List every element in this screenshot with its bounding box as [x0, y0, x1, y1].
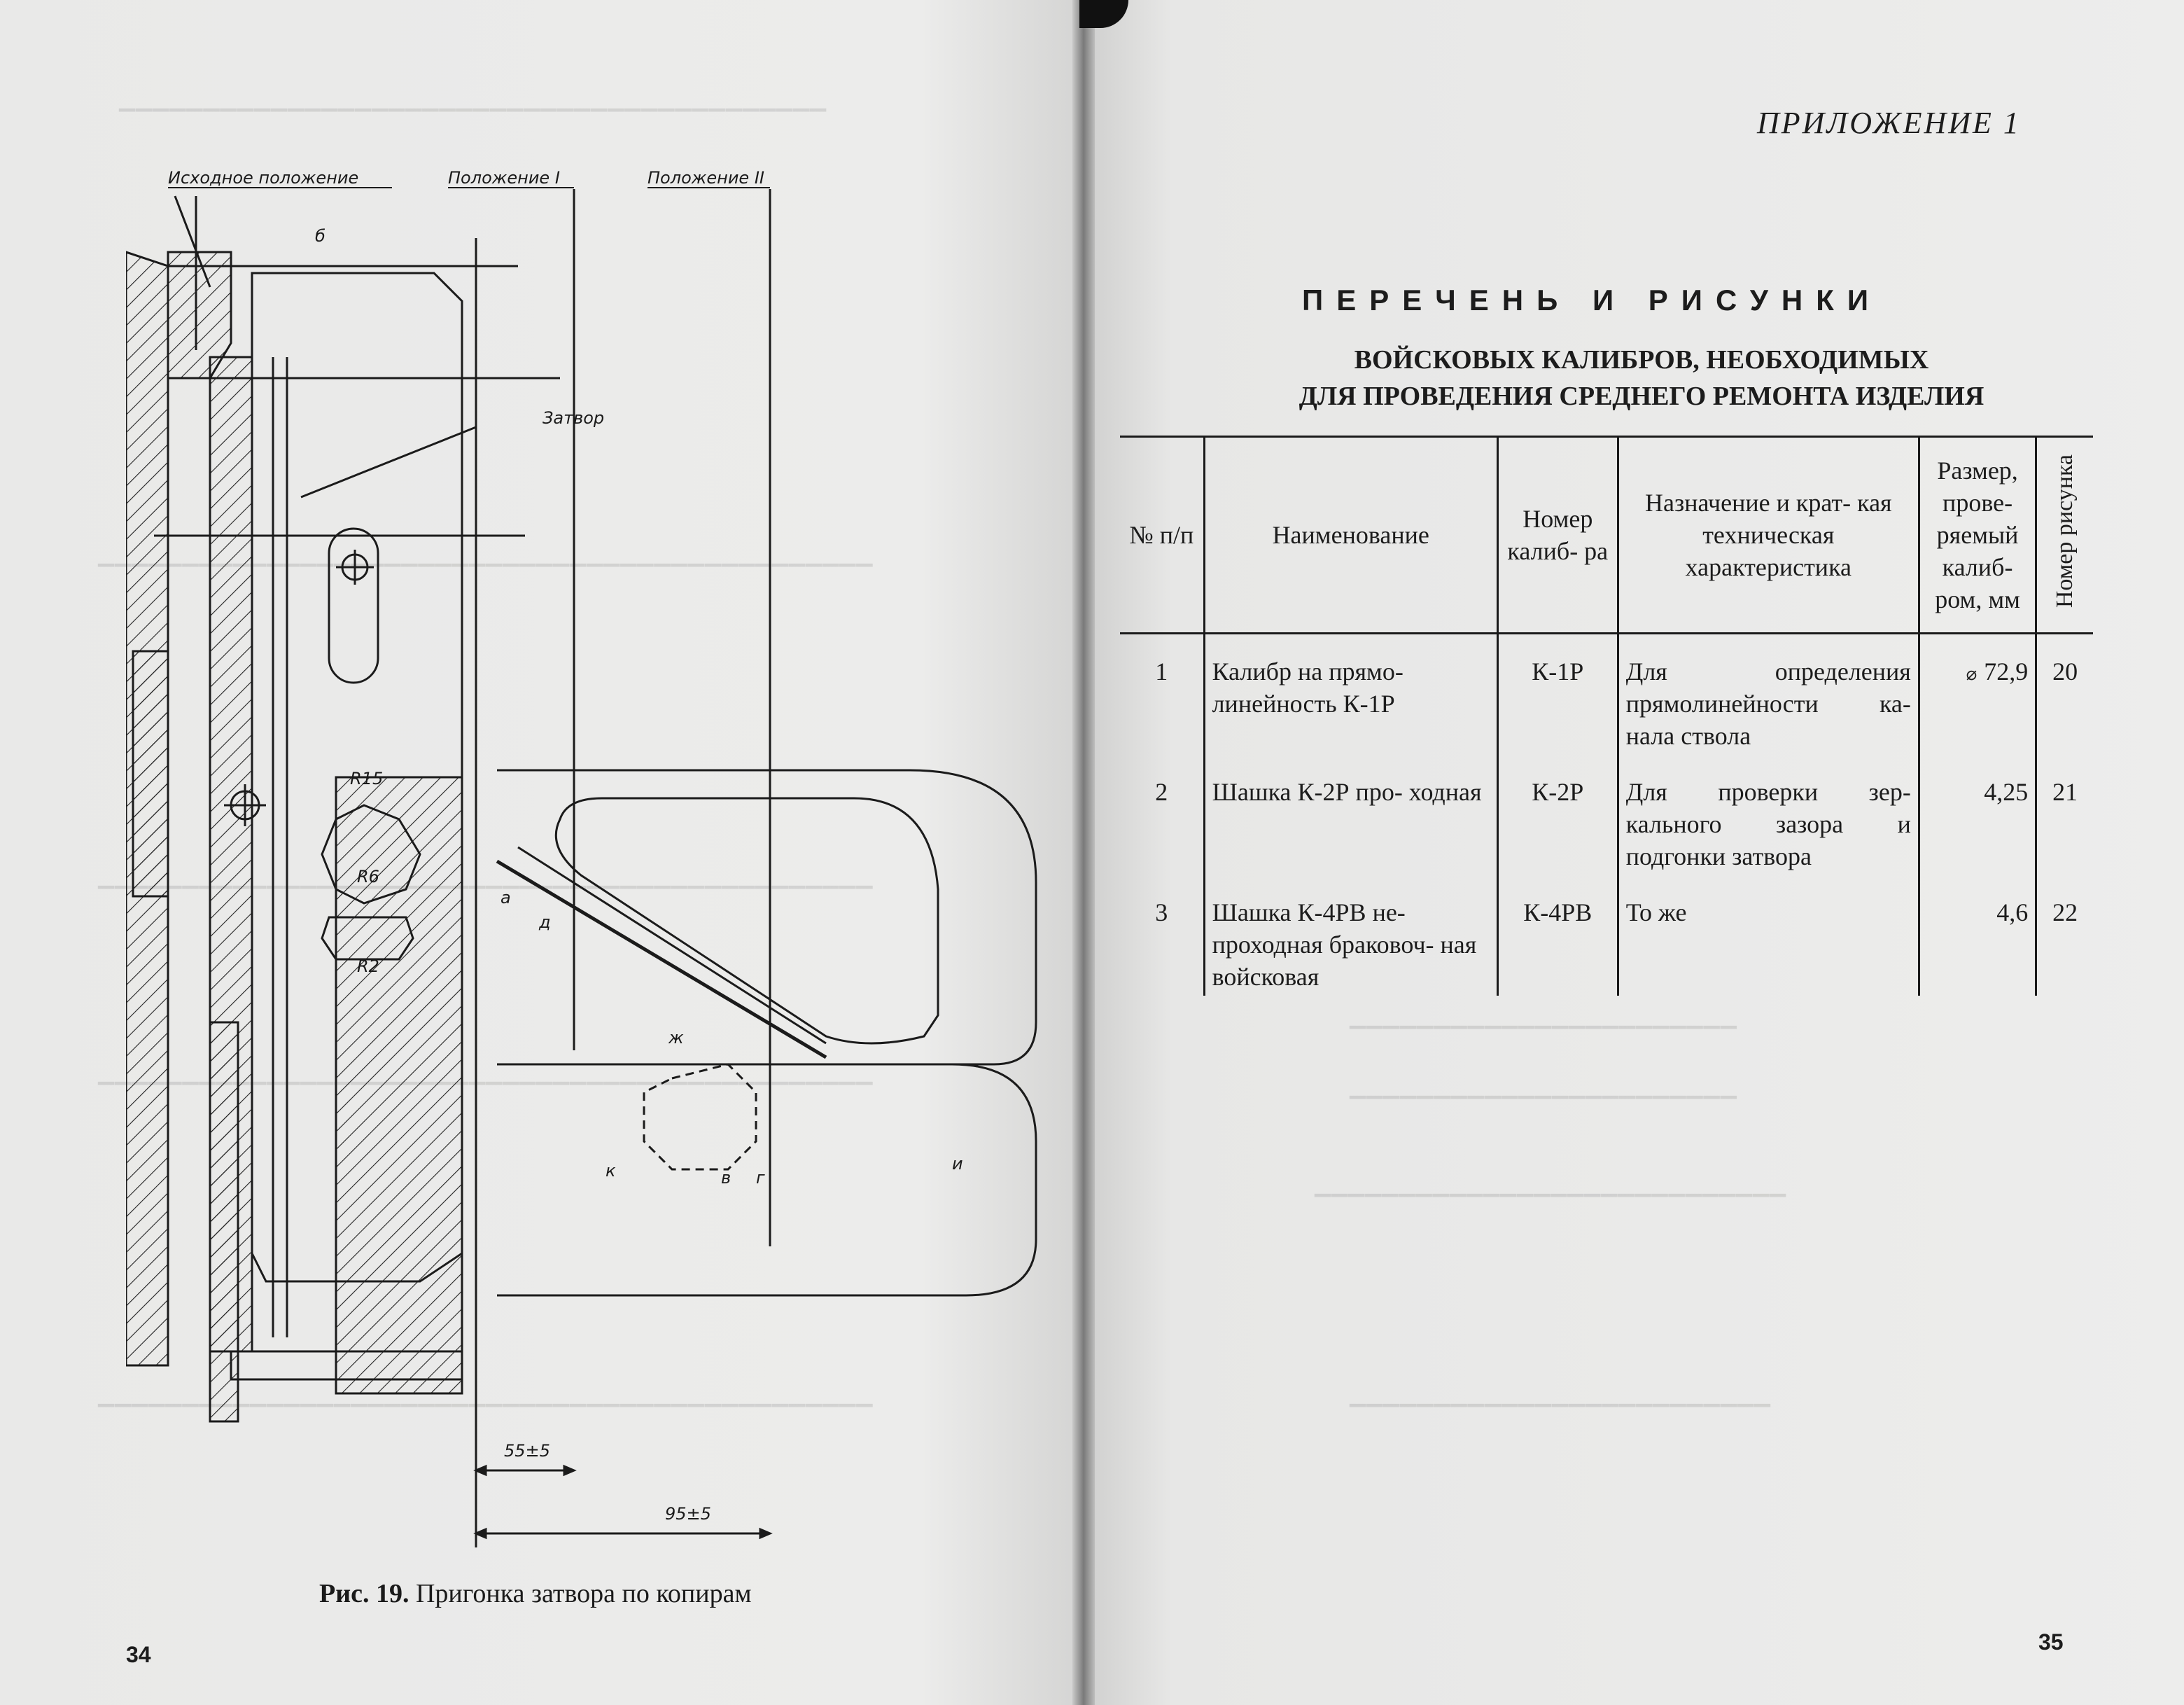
header-name: Наименование	[1203, 436, 1499, 634]
row-figure: 22	[2035, 875, 2093, 996]
bleed-through-text: ▔▔▔▔▔▔▔▔▔▔▔▔▔▔▔▔▔▔▔▔▔▔▔▔▔▔▔▔▔▔▔▔▔▔▔▔▔▔▔▔…	[119, 110, 827, 133]
row-size: ⌀ 72,9	[1917, 633, 2038, 755]
label-initial-position: Исходное положение	[168, 168, 358, 188]
label-i: и	[952, 1154, 963, 1174]
table-row: 2 Шашка К-2Р про- ходная К-2Р Для провер…	[1120, 755, 2093, 875]
left-page: ▔▔▔▔▔▔▔▔▔▔▔▔▔▔▔▔▔▔▔▔▔▔▔▔▔▔▔▔▔▔▔▔▔▔▔▔▔▔▔▔…	[0, 0, 1084, 1705]
label-bolt: Затвор	[542, 408, 604, 428]
table-header-row: № п/п Наименование Номер калиб- ра Назна…	[1120, 436, 2093, 634]
row-size: 4,6	[1917, 875, 2038, 996]
header-size: Размер, прове- ряемый калиб- ром, мм	[1917, 436, 2038, 634]
bleed-through-text: ▔▔▔▔▔▔▔▔▔▔▔▔▔▔▔▔▔▔▔▔▔▔▔▔▔	[1350, 1405, 1771, 1428]
figure-caption: Рис. 19. Пригонка затвора по копирам	[319, 1578, 752, 1609]
label-g: г	[756, 1168, 765, 1188]
bleed-through-text: ▔▔▔▔▔▔▔▔▔▔▔▔▔▔▔▔▔▔▔▔▔▔▔▔▔▔▔▔	[1315, 1195, 1786, 1218]
bleed-through-text: ▔▔▔▔▔▔▔▔▔▔▔▔▔▔▔▔▔▔▔▔▔▔▔	[1350, 1097, 1737, 1120]
page-number-left: 34	[126, 1642, 151, 1667]
row-size-value: 4,25	[1984, 778, 2029, 806]
figure-caption-text: Пригонка затвора по копирам	[409, 1579, 752, 1608]
label-a: а	[500, 888, 511, 907]
appendix-heading: ПРИЛОЖЕНИЕ 1	[1757, 106, 2021, 140]
subtitle-line-2: ДЛЯ ПРОВЕДЕНИЯ СРЕДНЕГО РЕМОНТА ИЗДЕЛИЯ	[1298, 382, 1984, 411]
row-name: Шашка К-2Р про- ходная	[1203, 755, 1499, 875]
row-size-value: 4,6	[1996, 898, 2029, 926]
diameter-symbol: ⌀	[1966, 664, 1977, 684]
row-name: Шашка К-4РВ не- проходная браковоч- ная …	[1203, 875, 1499, 996]
row-figure: 20	[2035, 633, 2093, 755]
label-d: д	[538, 912, 551, 932]
row-size: 4,25	[1917, 755, 2038, 875]
bleed-through-text: ▔▔▔▔▔▔▔▔▔▔▔▔▔▔▔▔▔▔▔▔▔▔▔	[1350, 1027, 1737, 1050]
row-number: 2	[1120, 755, 1205, 875]
label-v: в	[721, 1168, 731, 1188]
row-purpose: То же	[1616, 875, 1920, 996]
header-code: Номер калиб- ра	[1496, 436, 1619, 634]
label-position-2: Положение II	[648, 168, 764, 188]
header-number: № п/п	[1120, 436, 1205, 634]
document-title: ПЕРЕЧЕНЬ И РИСУНКИ	[1302, 284, 1882, 316]
label-b-top: б	[315, 226, 326, 246]
row-name: Калибр на прямо- линейность К-1Р	[1203, 633, 1499, 755]
row-code: К-1Р	[1496, 633, 1619, 755]
table-row: 3 Шашка К-4РВ не- проходная браковоч- на…	[1120, 875, 2093, 996]
row-figure: 21	[2035, 755, 2093, 875]
label-position-1: Положение I	[448, 168, 560, 188]
label-r2: R2	[357, 956, 379, 976]
row-code: К-2Р	[1496, 755, 1619, 875]
figure-number: Рис. 19.	[319, 1579, 410, 1608]
row-number: 1	[1120, 633, 1205, 755]
header-purpose: Назначение и крат- кая техническая харак…	[1616, 436, 1920, 634]
dimension-55: 55±5	[504, 1441, 550, 1461]
label-r15: R15	[350, 769, 383, 788]
row-purpose: Для определения прямолинейности ка- нала…	[1616, 633, 1920, 755]
bolt-fitting-drawing: Исходное положение Положение I Положение…	[126, 168, 1037, 1547]
label-r6: R6	[357, 867, 379, 886]
page-number-right: 35	[2038, 1629, 2064, 1655]
header-figure-label: Номер рисунка	[2052, 454, 2078, 608]
header-figure: Номер рисунка	[2035, 436, 2093, 634]
label-zh: ж	[668, 1028, 684, 1048]
document-subtitle: ВОЙСКОВЫХ КАЛИБРОВ, НЕОБХОДИМЫХ ДЛЯ ПРОВ…	[1148, 342, 2135, 415]
row-code: К-4РВ	[1496, 875, 1619, 996]
row-size-value: 72,9	[1984, 657, 2029, 686]
book-spine	[1072, 0, 1095, 1705]
label-k: к	[606, 1161, 616, 1181]
calibers-table: № п/п Наименование Номер калиб- ра Назна…	[1120, 436, 2093, 996]
dimension-95: 95±5	[665, 1504, 711, 1524]
row-number: 3	[1120, 875, 1205, 996]
table-row: 1 Калибр на прямо- линейность К-1Р К-1Р …	[1120, 633, 2093, 755]
subtitle-line-1: ВОЙСКОВЫХ КАЛИБРОВ, НЕОБХОДИМЫХ	[1354, 345, 1929, 375]
row-purpose: Для проверки зер- кального зазора и подг…	[1616, 755, 1920, 875]
